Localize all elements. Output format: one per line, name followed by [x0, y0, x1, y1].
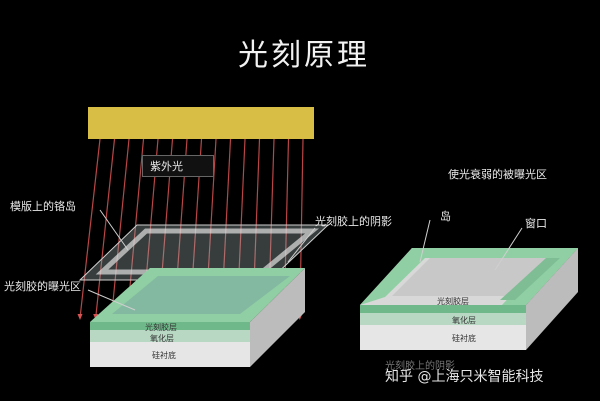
oxide-layer-left-label: 氧化层 [150, 334, 174, 343]
resist-front-left [90, 322, 250, 330]
substrate-left-label: 硅衬底 [152, 351, 176, 360]
oxide-front-left [90, 330, 250, 342]
wafer-side-left [250, 268, 305, 367]
window-opening-right [392, 258, 546, 296]
leader-shadow [287, 227, 316, 263]
uv-ray-arrowhead [77, 314, 83, 320]
resist-strip-right [500, 258, 560, 300]
uv-ray [95, 138, 116, 319]
weakened-exposed-label: 使光衰弱的被曝光区 [448, 168, 547, 181]
resist-layer-right-label: 光刻胶层 [437, 297, 469, 306]
uv-label-box [142, 155, 214, 177]
resist-layer-left-label: 光刻胶层 [145, 323, 177, 332]
substrate-front-right [360, 325, 526, 350]
island-label: 岛 [440, 210, 451, 223]
exposed-region-left [112, 276, 290, 314]
exposed-resist-label: 光刻胶的曝光区 [4, 280, 81, 293]
uv-lamp [88, 107, 314, 139]
uv-label: 紫外光 [150, 160, 183, 173]
resist-shadow-label: 光刻胶上的阴影 [315, 215, 392, 228]
wafer-side-right [526, 248, 578, 350]
uv-ray [79, 138, 101, 319]
leader-exposed [87, 289, 136, 311]
leader-mask-chrome [99, 209, 129, 251]
watermark-faint-text: 光刻胶上的阴影 [385, 361, 455, 372]
uv-ray [110, 138, 130, 319]
mask-chrome-label: 模版上的铬岛 [10, 200, 76, 213]
leader-island [419, 219, 431, 263]
diagram-title: 光刻原理 [238, 38, 370, 73]
leader-window [494, 227, 523, 271]
oxide-layer-right-label: 氧化层 [452, 316, 476, 325]
watermark: 知乎 @上海只米智能科技 [385, 369, 544, 385]
resist-front-right [360, 305, 526, 313]
oxide-front-right [360, 313, 526, 325]
substrate-right-label: 硅衬底 [452, 334, 476, 343]
substrate-front-left [90, 342, 250, 367]
window-label: 窗口 [525, 217, 547, 230]
